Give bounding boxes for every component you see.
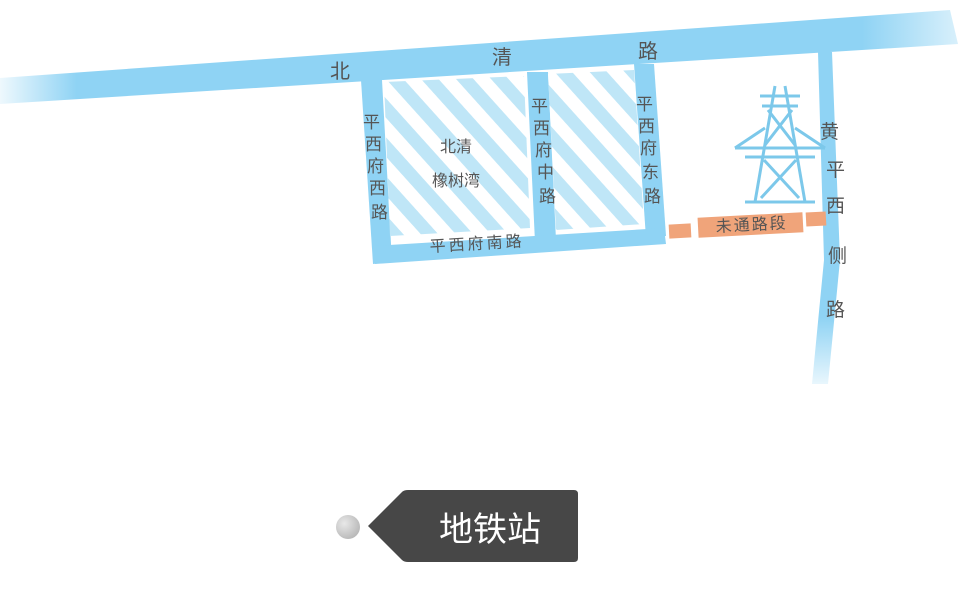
west-road-char-1: 平 (363, 113, 380, 133)
middle-road-char-3: 府 (535, 141, 552, 161)
west-road-char-3: 府 (367, 157, 384, 177)
power-tower-icon (734, 85, 826, 204)
east-road-char-5: 路 (644, 187, 661, 207)
middle-road-char-5: 路 (539, 187, 556, 207)
north-road-char-1: 北 (330, 59, 350, 83)
east-road-char-4: 东 (642, 163, 659, 183)
east-road-char-3: 府 (640, 139, 657, 159)
west-road (361, 80, 392, 264)
blocked-segment (668, 211, 827, 239)
west-road-char-2: 西 (365, 135, 382, 155)
metro-station-label[interactable]: 地铁站 (439, 509, 541, 550)
middle-road-char-4: 中 (537, 163, 554, 183)
middle-road-char-2: 西 (533, 119, 550, 139)
north-road (0, 10, 958, 104)
right-road-char-3: 西 (826, 195, 845, 217)
right-road-char-5: 路 (826, 299, 845, 321)
community-name-line1: 北清 (440, 137, 472, 156)
right-road-char-4: 侧 (828, 245, 847, 267)
east-road-char-1: 平 (636, 95, 653, 115)
east-road (634, 64, 666, 238)
metro-location-dot[interactable] (336, 515, 360, 539)
north-road-char-3: 路 (638, 39, 658, 63)
block-west (384, 76, 530, 236)
middle-road-char-1: 平 (531, 97, 548, 117)
right-road-char-1: 黄 (820, 121, 839, 143)
blocked-segment-label: 未通路段 (715, 213, 788, 236)
block-east (548, 70, 644, 230)
middle-road (527, 72, 556, 242)
right-road (812, 52, 840, 384)
east-road-char-2: 西 (638, 117, 655, 137)
right-road-char-2: 平 (826, 159, 845, 181)
metro-tag-shape (368, 490, 578, 562)
west-road-char-4: 西 (369, 179, 386, 199)
community-name-line2: 橡树湾 (432, 171, 480, 190)
north-road-char-2: 清 (492, 45, 512, 69)
south-road (373, 228, 666, 264)
west-road-char-5: 路 (371, 203, 388, 223)
